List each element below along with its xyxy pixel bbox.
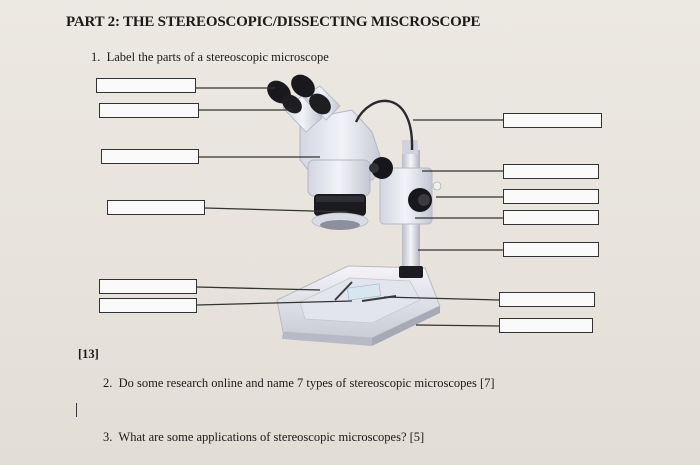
marks-total: [13] [78, 347, 99, 361]
label-box[interactable] [503, 113, 602, 128]
label-box[interactable] [503, 242, 599, 257]
question-3: 3. What are some applications of stereos… [103, 430, 424, 445]
label-box[interactable] [99, 279, 197, 294]
light-cable [354, 99, 414, 151]
focus-block [379, 167, 442, 225]
label-box[interactable] [503, 164, 599, 179]
label-box[interactable] [499, 292, 595, 307]
leader-line [196, 286, 321, 291]
leader-line [204, 207, 349, 213]
microscope-head [299, 109, 393, 230]
leader-line [415, 324, 500, 327]
leader-line [196, 300, 353, 306]
microscope-base [276, 265, 441, 346]
label-box[interactable] [107, 200, 205, 215]
label-box[interactable] [96, 78, 196, 93]
label-box[interactable] [99, 103, 199, 118]
eyepieces [267, 74, 341, 133]
question-3-text: What are some applications of stereoscop… [118, 430, 425, 444]
question-3-number: 3. [103, 430, 113, 444]
page-title: PART 2: THE STEREOSCOPIC/DISSECTING MISC… [66, 14, 481, 30]
label-box[interactable] [503, 210, 599, 225]
question-1-number: 1. [91, 50, 101, 64]
label-box[interactable] [499, 318, 593, 333]
question-2: 2. Do some research online and name 7 ty… [103, 376, 495, 391]
leader-line [383, 296, 500, 301]
label-box[interactable] [503, 189, 599, 204]
question-1-text: Label the parts of a stereoscopic micros… [106, 50, 329, 64]
question-2-number: 2. [103, 376, 113, 390]
label-box[interactable] [99, 298, 197, 313]
question-1: 1. Label the parts of a stereoscopic mic… [91, 50, 329, 65]
label-box[interactable] [101, 149, 199, 164]
question-2-text: Do some research online and name 7 types… [118, 376, 495, 390]
margin-mark [76, 403, 77, 417]
